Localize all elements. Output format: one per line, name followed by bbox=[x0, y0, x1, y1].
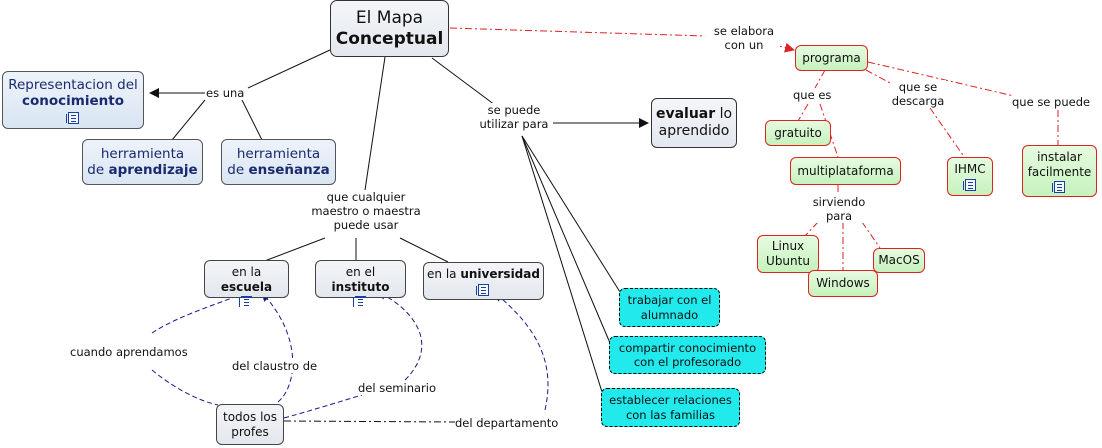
trabajar-line1: trabajar con el bbox=[627, 293, 712, 308]
resource-document-icon[interactable] bbox=[1052, 181, 1065, 194]
resource-document-icon[interactable] bbox=[65, 111, 79, 124]
representacion-line1: Representacion del bbox=[8, 77, 138, 93]
link-label-es-una: es una bbox=[206, 86, 245, 101]
escuela-label: en la escuela bbox=[220, 265, 273, 294]
line-to-establecer bbox=[521, 135, 603, 393]
node-el-mapa-conceptual[interactable]: El Mapa Conceptual bbox=[330, 0, 449, 57]
node-programa[interactable]: programa bbox=[795, 45, 868, 71]
line-main-es-una bbox=[247, 49, 331, 89]
evaluar-line2: aprendido bbox=[658, 123, 730, 139]
link-label-del-seminario: del seminario bbox=[358, 381, 436, 396]
line-to-linux bbox=[804, 221, 819, 237]
line-to-herr-ensenanza bbox=[241, 99, 263, 141]
representacion-line2: conocimiento bbox=[22, 93, 124, 110]
link-label-cuando-aprendamos: cuando aprendamos bbox=[70, 345, 188, 360]
ihmc-label: IHMC bbox=[954, 162, 986, 176]
node-en-el-instituto[interactable]: en el instituto bbox=[315, 260, 406, 308]
node-en-la-universidad[interactable]: en la universidad bbox=[423, 262, 544, 300]
trabajar-line2: alumnado bbox=[640, 307, 699, 322]
link-label-que-se-descarga: que se descarga bbox=[890, 80, 946, 109]
line-que-es-multiplataforma bbox=[819, 103, 839, 158]
link-label-que-es: que es bbox=[793, 88, 832, 103]
herr-ensenanza-line1: herramienta bbox=[236, 145, 321, 162]
node-trabajar-alumnado[interactable]: trabajar con el alumnado bbox=[619, 288, 720, 327]
gratuito-label: gratuito bbox=[774, 125, 822, 140]
link-label-sirviendo-para: sirviendo para bbox=[809, 195, 869, 224]
resource-document-icon[interactable] bbox=[476, 283, 489, 296]
line-to-herr-aprendizaje bbox=[171, 99, 206, 141]
main-title-line1: El Mapa bbox=[355, 7, 424, 28]
link-label-se-puede-utilizar: se puede utilizar para bbox=[476, 103, 552, 132]
line-to-escuela bbox=[261, 237, 326, 263]
resource-document-icon[interactable] bbox=[353, 296, 366, 308]
link-label-del-claustro: del claustro de bbox=[232, 359, 318, 374]
line-profes-departamento bbox=[283, 420, 456, 423]
line-main-se-puede bbox=[431, 57, 496, 106]
node-gratuito[interactable]: gratuito bbox=[765, 120, 831, 146]
link-label-que-se-puede: que se puede bbox=[1012, 95, 1091, 110]
link-label-del-departamento: del departamento bbox=[455, 416, 559, 431]
node-windows[interactable]: Windows bbox=[808, 270, 878, 297]
line-to-macos bbox=[861, 221, 881, 249]
todos-profes-line2: profes bbox=[231, 424, 269, 439]
node-representacion-conocimiento[interactable]: Representacion del conocimiento bbox=[2, 71, 144, 129]
macos-label: MacOS bbox=[878, 253, 920, 268]
line-to-universidad bbox=[399, 237, 449, 263]
node-todos-los-profes[interactable]: todos los profes bbox=[216, 404, 284, 445]
herr-aprendizaje-line1: herramienta bbox=[100, 145, 185, 162]
node-instalar-facilmente[interactable]: instalar facilmente bbox=[1022, 145, 1097, 197]
node-macos[interactable]: MacOS bbox=[873, 248, 925, 273]
node-en-la-escuela[interactable]: en la escuela bbox=[204, 260, 289, 308]
dash-seminario-instituto bbox=[377, 291, 423, 381]
line-programa-que-se-puede bbox=[867, 61, 1015, 97]
compartir-line2: con el profesorado bbox=[633, 355, 742, 369]
instalar-line1: instalar bbox=[1037, 150, 1082, 164]
line-programa-que-es bbox=[814, 69, 826, 89]
dash-claustro-escuela bbox=[261, 292, 294, 403]
line-main-que-cualquier bbox=[364, 56, 386, 191]
dash-departamento-universidad bbox=[494, 292, 549, 411]
evaluar-line1: evaluar lo bbox=[655, 105, 733, 122]
establecer-line2: con las familias bbox=[625, 407, 716, 422]
line-programa-que-se-descarga bbox=[865, 69, 895, 86]
herr-aprendizaje-line2: de aprendizaje bbox=[87, 162, 198, 178]
linux-line2: Ubuntu bbox=[766, 254, 810, 268]
resource-document-icon[interactable] bbox=[239, 296, 252, 308]
dash-cuando-profes bbox=[151, 369, 219, 406]
instalar-line2: facilmente bbox=[1027, 164, 1092, 179]
line-to-trabajar bbox=[521, 135, 621, 293]
dash-profes-seminario bbox=[283, 394, 363, 419]
windows-label: Windows bbox=[816, 276, 870, 291]
node-ihmc[interactable]: IHMC bbox=[947, 157, 993, 196]
line-to-compartir bbox=[521, 135, 611, 344]
establecer-line1: establecer relaciones bbox=[609, 393, 732, 408]
programa-label: programa bbox=[802, 50, 861, 65]
main-title-line2: Conceptual bbox=[335, 28, 444, 49]
node-multiplataforma[interactable]: multiplataforma bbox=[790, 157, 901, 185]
universidad-label: en la universidad bbox=[427, 267, 540, 281]
link-label-se-elabora: se elabora con un bbox=[708, 24, 780, 53]
line-que-es-gratuito bbox=[797, 103, 809, 122]
dash-cuando-escuela bbox=[151, 291, 249, 334]
node-compartir-conocimiento[interactable]: compartir conocimiento con el profesorad… bbox=[609, 336, 766, 374]
line-to-ihmc bbox=[929, 107, 966, 159]
node-herramienta-aprendizaje[interactable]: herramienta de aprendizaje bbox=[82, 139, 203, 185]
instituto-label: en el instituto bbox=[331, 265, 390, 294]
multiplataforma-label: multiplataforma bbox=[797, 163, 894, 178]
resource-document-icon[interactable] bbox=[962, 178, 976, 191]
todos-profes-line1: todos los bbox=[223, 409, 277, 424]
herr-ensenanza-line2: de enseñanza bbox=[227, 162, 330, 178]
node-herramienta-ensenanza[interactable]: herramienta de enseñanza bbox=[221, 139, 336, 185]
linux-line1: Linux bbox=[771, 239, 805, 254]
compartir-line1: compartir conocimiento bbox=[618, 340, 757, 355]
line-main-se-elabora bbox=[449, 27, 706, 37]
node-linux-ubuntu[interactable]: Linux Ubuntu bbox=[757, 235, 819, 273]
node-evaluar-lo-aprendido[interactable]: evaluar lo aprendido bbox=[651, 98, 737, 148]
link-label-que-cualquier: que cualquier maestro o maestra puede us… bbox=[311, 190, 421, 233]
node-establecer-relaciones[interactable]: establecer relaciones con las familias bbox=[601, 388, 740, 427]
